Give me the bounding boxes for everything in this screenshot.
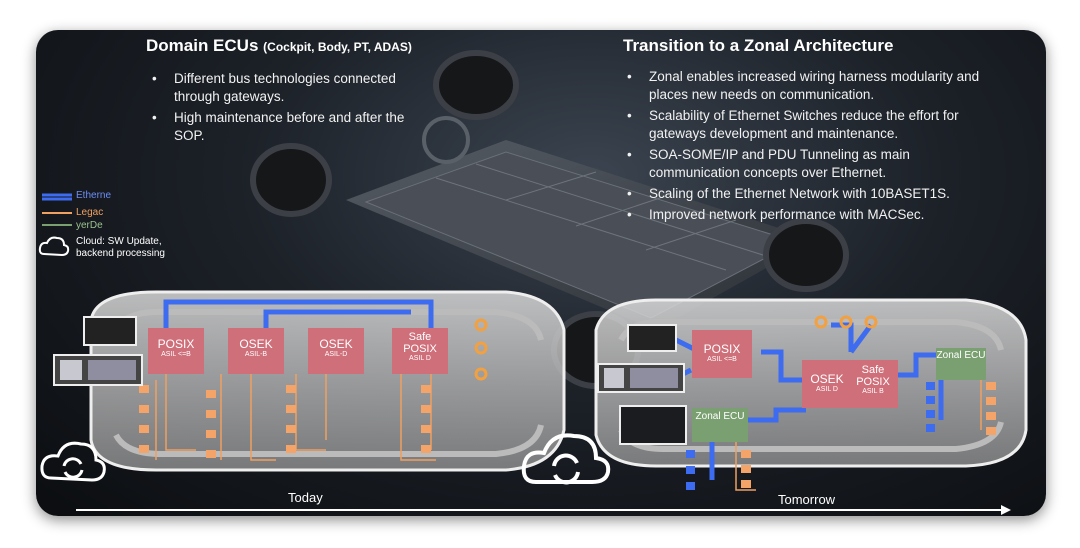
right-bullet: Zonal enables increased wiring harness m…	[623, 68, 983, 104]
today-camera-thumbnail	[83, 316, 137, 346]
today-ecu-osek-b: OSEK ASIL-B	[228, 328, 284, 374]
tomorrow-label: Tomorrow	[778, 492, 836, 507]
legend-cloud-icon	[38, 236, 70, 257]
today-label: Today	[288, 490, 323, 505]
ev-platform-image	[250, 50, 849, 389]
tomorrow-legacy-wiring	[735, 380, 982, 491]
tomorrow-ecu-combined: OSEK ASIL D Safe POSIX ASIL B	[802, 360, 898, 408]
legend-legacy-label: Legac	[76, 207, 104, 218]
tomorrow-cloud-icon	[521, 433, 611, 485]
today-legacy-nodes	[139, 385, 431, 458]
right-bullet: Improved network performance with MACSec…	[623, 206, 983, 224]
left-title: Domain ECUs (Cockpit, Body, PT, ADAS)	[146, 36, 412, 55]
left-bullet-list: Different bus technologies connected thr…	[148, 70, 438, 148]
left-bullet: High maintenance before and after the SO…	[148, 109, 438, 145]
legend-yerde-label: yerDe	[76, 220, 103, 231]
today-ecu-posix: POSIX ASIL <=B	[148, 328, 204, 374]
today-car-outline	[89, 290, 566, 472]
left-bullet: Different bus technologies connected thr…	[148, 70, 438, 106]
right-bullet-list: Zonal enables increased wiring harness m…	[623, 68, 983, 227]
tomorrow-ecu-osek: OSEK ASIL D	[810, 372, 844, 393]
legend-cloud-label: Cloud: SW Update, backend processing	[76, 236, 165, 259]
slide-frame: Domain ECUs (Cockpit, Body, PT, ADAS) Di…	[36, 30, 1046, 516]
tomorrow-sensor-icons	[814, 315, 878, 329]
tomorrow-ecu-safe-posix: Safe POSIX ASIL B	[856, 364, 890, 395]
right-title: Transition to a Zonal Architecture	[623, 36, 894, 55]
today-cloud-icon	[40, 441, 106, 482]
tomorrow-ethernet-nodes	[686, 382, 935, 490]
tomorrow-ecu-posix: POSIX ASIL <=B	[692, 330, 752, 378]
tomorrow-zonal-ecu-left: Zonal ECU	[692, 408, 748, 442]
today-ecu-osek-d: OSEK ASIL-D	[308, 328, 364, 374]
tomorrow-legacy-nodes	[741, 382, 996, 488]
today-sensor-icons	[474, 318, 488, 381]
today-ecu-safe-posix: Safe POSIX ASIL D	[392, 328, 448, 374]
legend-ethernet-label: Etherne	[76, 190, 112, 201]
tomorrow-zonal-ecu-right: Zonal ECU	[936, 348, 986, 380]
right-bullet: Scaling of the Ethernet Network with 10B…	[623, 185, 983, 203]
tomorrow-camera-thumbnail	[627, 324, 677, 352]
tomorrow-cockpit-thumbnail	[619, 405, 687, 445]
today-ethernet-lines	[163, 299, 434, 330]
right-bullet: Scalability of Ethernet Switches reduce …	[623, 107, 983, 143]
right-bullet: SOA-SOME/IP and PDU Tunneling as main co…	[623, 146, 983, 182]
